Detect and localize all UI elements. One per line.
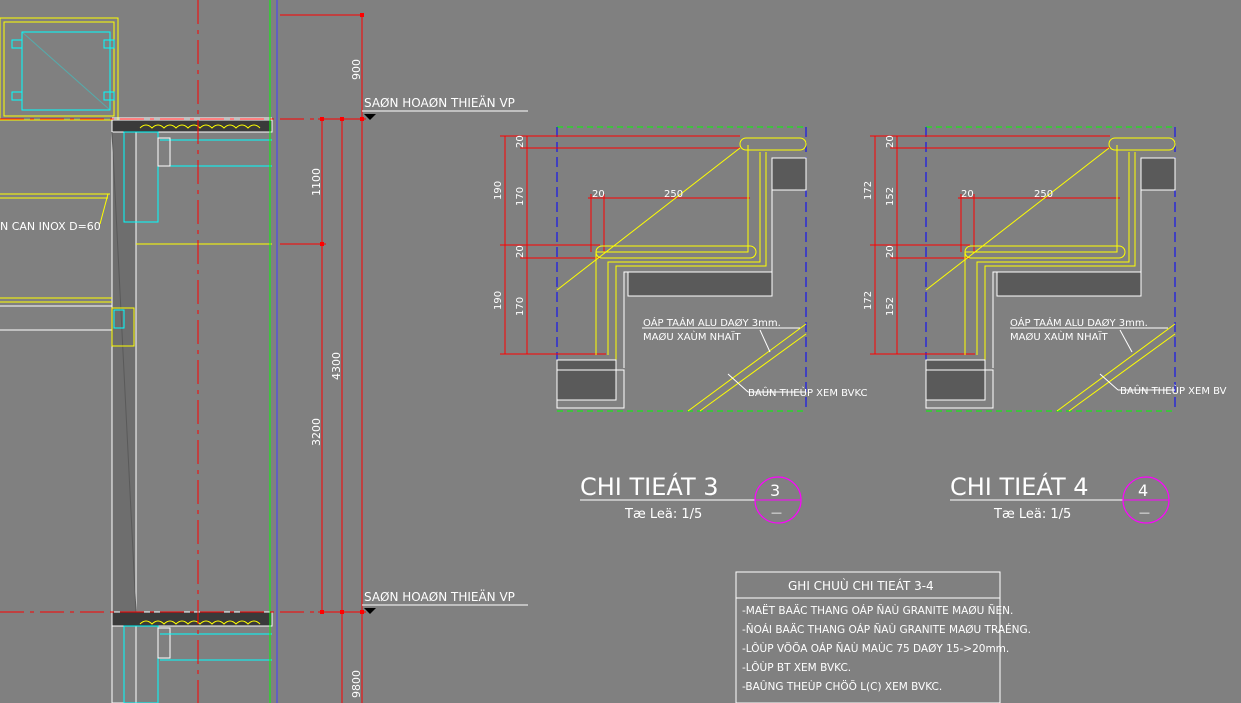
d3-dim-190a: 190 [493, 181, 504, 200]
d4-note-steel: BAÛN THEÙP XEM BV [1120, 384, 1227, 397]
d4-dim-w250: 250 [1034, 189, 1053, 200]
top-window-frame [0, 17, 119, 121]
d3-dim-190b: 190 [493, 291, 504, 310]
dim-4300: 4300 [330, 352, 343, 380]
note-line-2: -ÑOÁI BAÄC THANG OÁP ÑAÙ GRANITE MAØU TR… [742, 623, 1031, 636]
notes-title: GHI CHUÙ CHI TIEÁT 3-4 [788, 578, 934, 593]
dim-3200: 3200 [310, 418, 323, 446]
detail-3-bubble-sheet: — [771, 506, 782, 519]
detail-3-drawing [500, 126, 807, 412]
d3-dim-20a: 20 [515, 135, 526, 148]
detail-4-bubble-number: 4 [1138, 481, 1148, 500]
dim-9800: 9800 [350, 670, 363, 698]
d3-dim-20b: 20 [515, 245, 526, 258]
note-line-4: -LÔÙP BT XEM BVKC. [742, 661, 851, 674]
top-floor-slab [111, 117, 273, 133]
left-section-elevation [0, 0, 528, 703]
notes-box: GHI CHUÙ CHI TIEÁT 3-4 -MAËT BAÄC THANG … [735, 571, 1031, 703]
detail-4-scale: Tæ Leä: 1/5 [993, 507, 1071, 522]
d4-dim-152b: 152 [885, 297, 896, 316]
d4-dim-20a: 20 [885, 135, 896, 148]
d3-dim-170a: 170 [515, 187, 526, 206]
dim-900: 900 [350, 59, 363, 80]
note-line-5: -BAÛNG THEÙP CHÖÕ L(C) XEM BVKC. [742, 680, 942, 693]
d4-dim-172a: 172 [863, 181, 874, 200]
detail-4-drawing [870, 126, 1176, 412]
level-label-top: SAØN HOAØN THIEÄN VP [364, 95, 515, 110]
dim-1100: 1100 [310, 168, 323, 196]
d3-dim-w250: 250 [664, 189, 683, 200]
detail-3-title: CHI TIEÁT 3 [580, 472, 719, 501]
note-line-3: -LÔÙP VÖÕA OÁP ÑAÙ MAÙC 75 DAØY 15->20mm… [742, 642, 1009, 655]
d3-note-alu-2: MAØU XAÙM NHAÏT [643, 330, 741, 343]
d4-dim-w20: 20 [961, 189, 974, 200]
detail-3-bubble: 3 — [754, 476, 802, 524]
bottom-floor-slab [111, 611, 273, 703]
d4-dim-172b: 172 [863, 291, 874, 310]
mid-bracket [111, 307, 135, 347]
note-line-1: -MAËT BAÄC THANG OÁP ÑAÙ GRANITE MAØU ÑE… [742, 604, 1013, 617]
dimension-ticks [320, 13, 364, 614]
level-marker-top [364, 114, 376, 120]
detail-3-scale: Tæ Leä: 1/5 [624, 507, 702, 522]
d3-dim-170b: 170 [515, 297, 526, 316]
d3-dim-w20: 20 [592, 189, 605, 200]
steel-brackets [123, 131, 272, 223]
vertical-dimensions [280, 14, 366, 703]
detail-4-bubble-sheet: — [1139, 506, 1150, 519]
railing-label: N CAN INOX D=60 [0, 220, 101, 233]
d3-note-steel: BAÛN THEÙP XEM BVKC [748, 386, 868, 399]
detail-4-bubble: 4 — [1122, 476, 1170, 524]
level-marker-bottom [364, 608, 376, 614]
d4-note-alu-2: MAØU XAÙM NHAÏT [1010, 330, 1108, 343]
d4-dim-152a: 152 [885, 187, 896, 206]
level-label-bottom: SAØN HOAØN THIEÄN VP [364, 589, 515, 604]
detail-3-bubble-number: 3 [770, 481, 780, 500]
detail-4-title: CHI TIEÁT 4 [950, 472, 1089, 501]
d4-dim-20b: 20 [885, 245, 896, 258]
d3-note-alu-1: OÁP TAÁM ALU DAØY 3mm. [643, 316, 781, 329]
d4-note-alu-1: OÁP TAÁM ALU DAØY 3mm. [1010, 316, 1148, 329]
